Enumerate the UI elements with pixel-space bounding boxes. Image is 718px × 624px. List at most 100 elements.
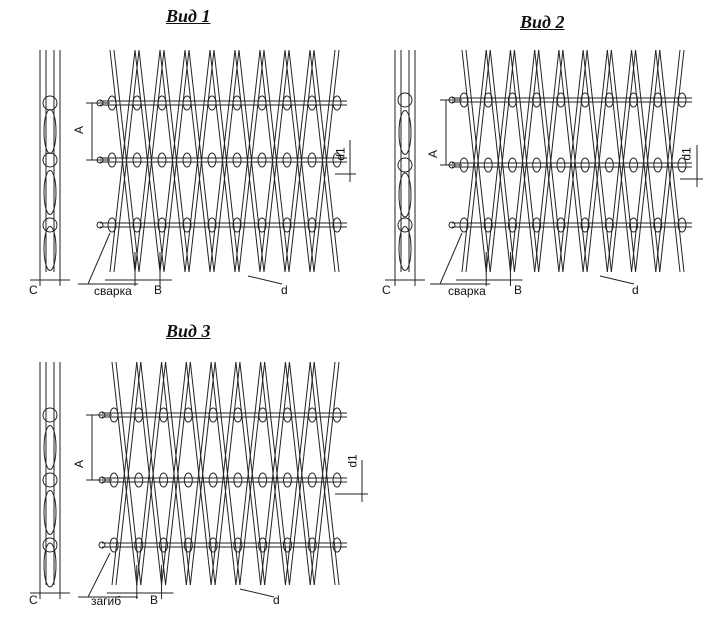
- wire-loop: [556, 217, 566, 233]
- spiral-wire: [461, 49, 487, 273]
- view-1-weld-label: сварка: [94, 284, 132, 298]
- spiral-wire: [538, 49, 564, 273]
- rod-end-weld: [98, 541, 106, 549]
- spiral-wire: [309, 361, 336, 586]
- wire-loop: [132, 95, 142, 111]
- side-wire-loop: [398, 226, 412, 271]
- view-2-title: Вид 2: [520, 12, 565, 32]
- wire-loop: [282, 152, 292, 168]
- wire-loop: [653, 157, 663, 173]
- wire-loop: [183, 472, 193, 488]
- view-2-dimension-a: A: [426, 149, 441, 159]
- view-3-title: Вид 3: [166, 321, 211, 341]
- wire-loop: [332, 472, 342, 488]
- spiral-wire: [655, 49, 681, 273]
- wire-loop: [629, 157, 639, 173]
- weld-leader-line: [87, 552, 111, 598]
- wire-loop: [604, 92, 614, 108]
- wire-loop: [258, 407, 268, 423]
- wire-loop: [532, 157, 542, 173]
- view-2-dimension-d1: d1: [679, 147, 694, 161]
- spiral-wire: [109, 49, 136, 273]
- weld-leader-line: [439, 232, 463, 285]
- spiral-wire: [238, 49, 265, 273]
- wire-loop: [307, 537, 317, 553]
- spiral-wire: [163, 49, 190, 273]
- spiral-wire: [239, 361, 266, 586]
- wire-loop: [134, 472, 144, 488]
- wire-loop: [532, 92, 542, 108]
- wire-loop: [282, 217, 292, 233]
- view-2-dimension-b: B: [514, 283, 523, 297]
- wire-loop: [232, 217, 242, 233]
- side-wire-loop: [398, 110, 412, 155]
- wire-loop: [258, 537, 268, 553]
- wire-loop: [183, 537, 193, 553]
- spiral-wire: [465, 49, 491, 273]
- wire-loop: [258, 472, 268, 488]
- side-rod-section: [42, 217, 58, 233]
- wire-loop: [207, 217, 217, 233]
- wire-loop: [556, 157, 566, 173]
- view-2-dimension-c: C: [382, 283, 391, 297]
- wire-loop: [208, 472, 218, 488]
- side-rod-section: [42, 472, 58, 488]
- wire-loop: [282, 537, 292, 553]
- wire-loop: [207, 95, 217, 111]
- wire-loop: [507, 92, 517, 108]
- view-1-title: Вид 1: [166, 6, 211, 26]
- spiral-wire: [631, 49, 657, 273]
- spiral-wire: [309, 49, 336, 273]
- wire-loop: [532, 217, 542, 233]
- wire-loop: [556, 92, 566, 108]
- wire-loop: [232, 95, 242, 111]
- spiral-wire: [235, 361, 262, 586]
- wire-loop: [332, 152, 342, 168]
- wire-loop: [134, 407, 144, 423]
- side-wire-loop: [43, 170, 57, 215]
- side-wire-loop: [43, 425, 57, 470]
- wire-loop: [580, 157, 590, 173]
- wire-loop: [157, 95, 167, 111]
- view-3-dimension-b: B: [150, 593, 159, 607]
- wire-loop: [332, 217, 342, 233]
- wire-loop: [182, 95, 192, 111]
- spiral-wire: [586, 49, 612, 273]
- wire-loop: [677, 217, 687, 233]
- side-rod-section: [397, 217, 413, 233]
- spiral-wire: [264, 361, 290, 586]
- wire-loop: [332, 407, 342, 423]
- wire-loop: [677, 92, 687, 108]
- spiral-wire: [189, 361, 216, 586]
- spiral-wire: [606, 49, 633, 273]
- spiral-wire: [214, 361, 241, 586]
- spiral-wire: [659, 49, 685, 273]
- wire-loop: [307, 407, 317, 423]
- view-2-weld-label: сварка: [448, 284, 486, 298]
- view-3-dimension-d1: d1: [345, 454, 360, 468]
- side-rod-section: [42, 407, 58, 423]
- wire-loop: [182, 217, 192, 233]
- spiral-wire: [582, 49, 608, 273]
- wire-loop: [507, 157, 517, 173]
- dimension-d-line: [599, 275, 635, 285]
- wire-loop: [233, 407, 243, 423]
- wire-loop: [109, 537, 119, 553]
- wire-loop: [183, 407, 193, 423]
- weld-leader-line: [87, 232, 111, 285]
- view-1-dimension-d: d: [281, 283, 288, 297]
- spiral-wire: [610, 49, 637, 273]
- spiral-wire: [284, 49, 311, 273]
- wire-loop: [307, 472, 317, 488]
- dimension-d-line: [247, 275, 283, 285]
- spiral-wire: [513, 49, 540, 273]
- wire-loop: [483, 157, 493, 173]
- wire-loop: [332, 537, 342, 553]
- spiral-wire: [184, 49, 211, 273]
- side-wire-loop: [43, 226, 57, 271]
- wire-loop: [629, 92, 639, 108]
- wire-loop: [159, 537, 169, 553]
- wire-loop: [604, 217, 614, 233]
- spiral-wire: [234, 49, 261, 273]
